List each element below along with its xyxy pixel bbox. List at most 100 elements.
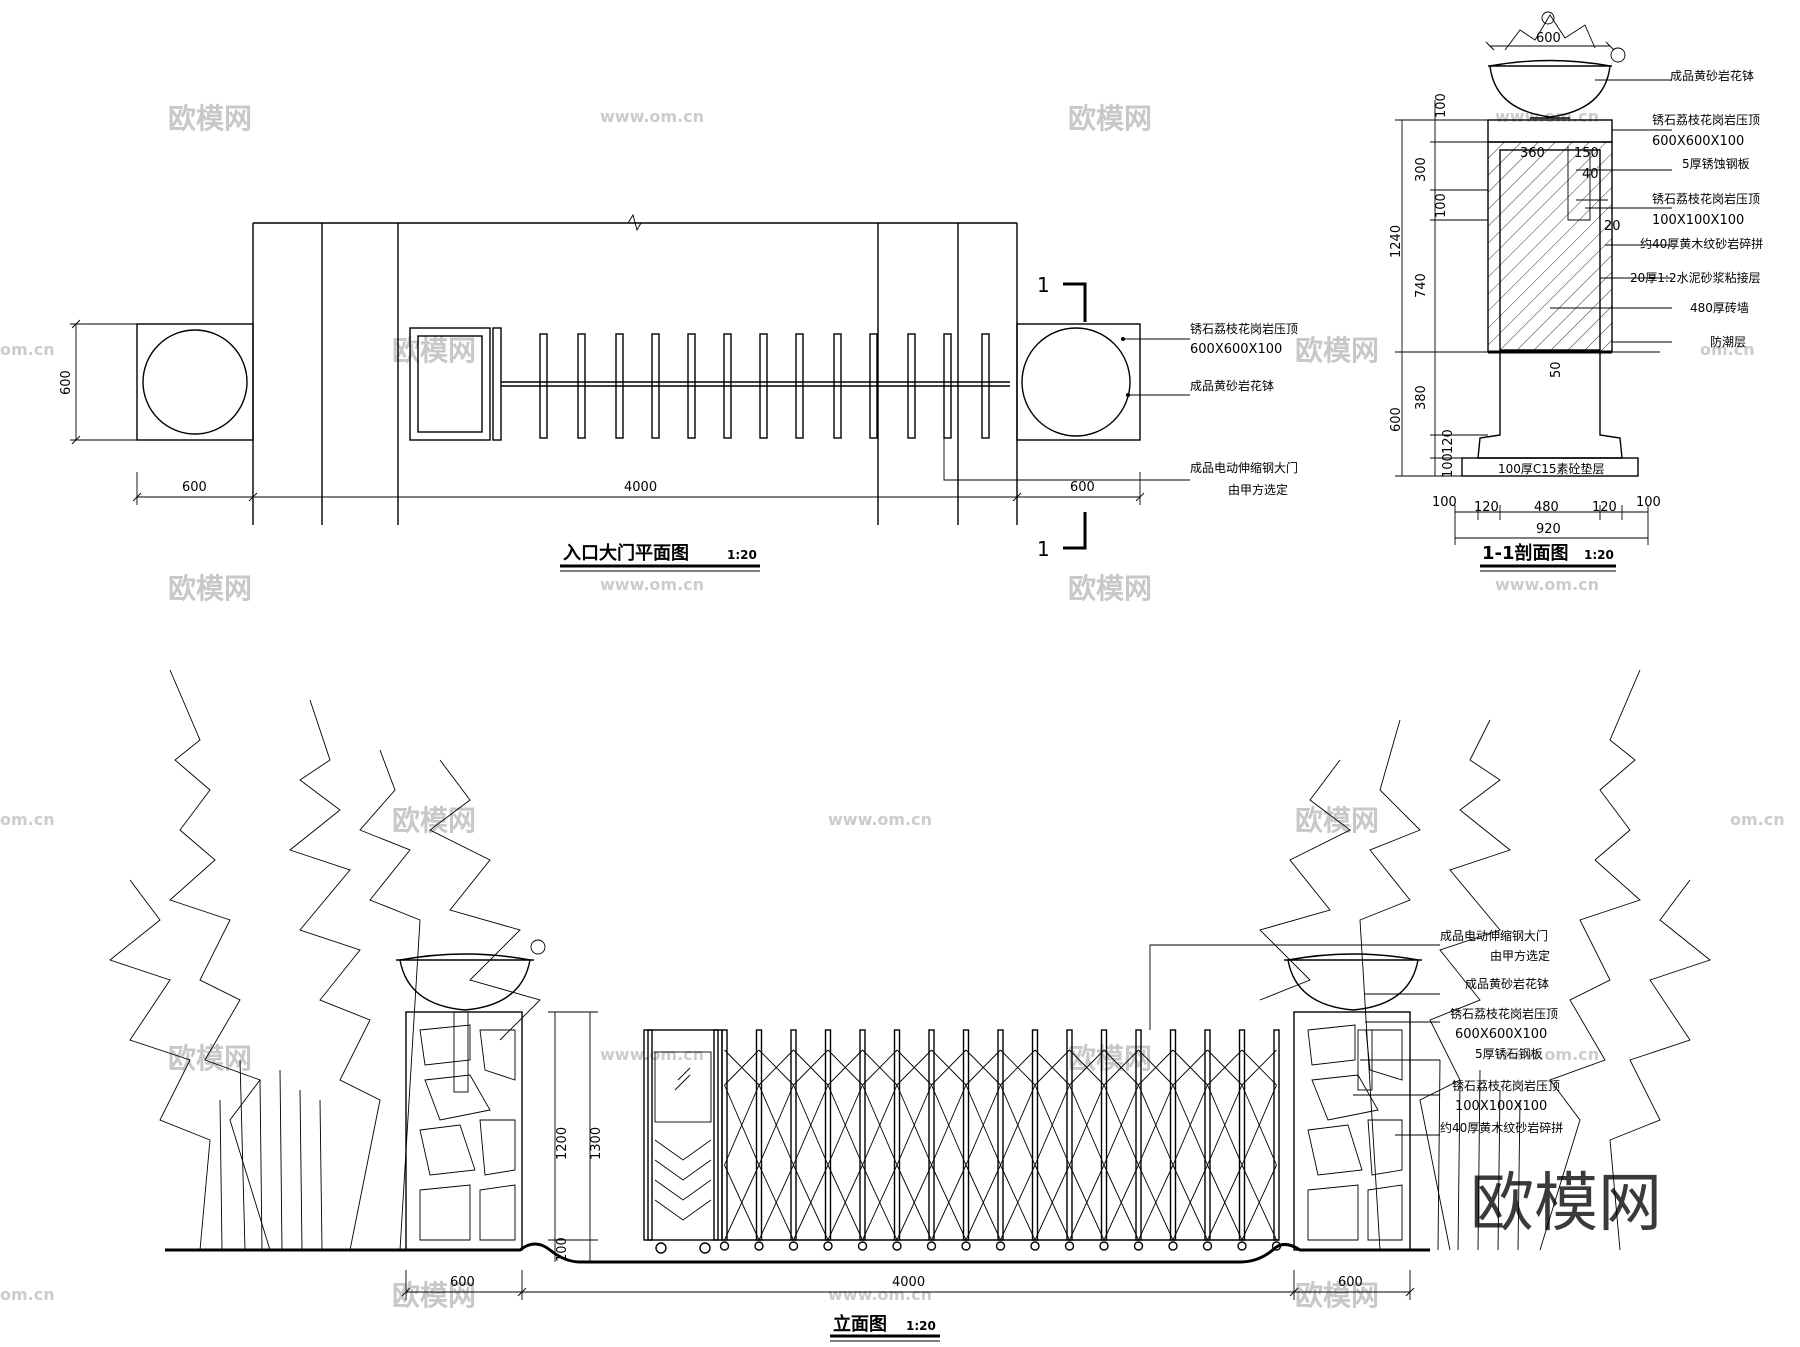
gate-wheel [892, 1241, 902, 1251]
section-dim-bottom: 480 [1534, 500, 1559, 515]
section-dim-inner: 20 [1604, 219, 1621, 234]
plan-gate-slat [577, 333, 586, 439]
section-note: 100X100X100 [1652, 213, 1744, 228]
gate-scissor-link [1207, 1084, 1243, 1166]
elevation-view: 成品电动伸缩钢大门 由甲方选定 成品黄砂岩花钵 锈石荔枝花岗岩压顶 600X60… [109, 669, 1711, 1342]
gate-wheel [754, 1241, 764, 1251]
elevation-note: 100X100X100 [1455, 1099, 1547, 1114]
gate-scissor-link [758, 1049, 794, 1086]
elevation-left-pier [396, 939, 546, 1251]
plan-gate-slats [539, 333, 990, 439]
gate-scissor-link [862, 1164, 898, 1241]
plan-scale: 1:20 [727, 548, 757, 562]
elevation-gate-control-box [643, 1029, 723, 1254]
gate-scissor-link [724, 1164, 760, 1241]
gate-scissor-link [1034, 1164, 1070, 1241]
elevation-note: 600X600X100 [1455, 1027, 1547, 1042]
section-planter [1488, 11, 1626, 119]
elevation-ground-line [165, 1242, 1430, 1264]
section-left-dim-lines [1395, 100, 1660, 477]
gate-wheel [1168, 1241, 1178, 1251]
watermark-url: www.om.cn [828, 1285, 932, 1304]
plan-gate-slat [651, 333, 660, 439]
elevation-bottom-dim-lines [401, 1270, 1415, 1300]
gate-post [962, 1029, 970, 1241]
gate-post [1204, 1029, 1211, 1241]
section-dim-top: 600 [1536, 31, 1561, 46]
plan-right-pier [1016, 323, 1141, 441]
plan-note: 成品黄砂岩花钵 [1190, 378, 1274, 393]
elevation-right-pier [1284, 953, 1422, 1251]
section-leaders [1550, 79, 1672, 343]
gate-scissor-link [827, 1084, 863, 1166]
section-dim-bottom: 100 [1636, 495, 1661, 510]
section-dim-inner: 40 [1582, 167, 1599, 182]
gate-scissor-link [1241, 1164, 1277, 1241]
section-dim-bottom: 120 [1474, 500, 1499, 515]
watermark-brand: 欧模网 [392, 334, 476, 367]
elevation-right-bushes [1259, 669, 1711, 1251]
plan-note: 锈石荔枝花岗岩压顶 [1190, 321, 1298, 336]
section-dim-left: 600 [1389, 407, 1404, 432]
gate-scissor-link [931, 1164, 967, 1241]
plan-gate-slat [795, 333, 804, 439]
elevation-title: 立面图 [833, 1313, 887, 1335]
gate-scissor-link [793, 1164, 829, 1241]
gate-post [1031, 1029, 1039, 1241]
section-note: 约40厚黄木纹砂岩碎拼 [1640, 236, 1763, 251]
gate-scissor-link [1069, 1164, 1105, 1241]
section-dim-left: 740 [1414, 273, 1429, 298]
elevation-dim-h2: 1300 [589, 1127, 604, 1160]
section-dim-left: 380 [1414, 385, 1429, 410]
plan-section-mark-bottom: 1 [1037, 537, 1050, 561]
gate-scissor-link [758, 1164, 794, 1241]
section-dim-bottom: 100 [1432, 495, 1457, 510]
gate-wheel [857, 1241, 868, 1251]
gate-scissor-link [1241, 1049, 1277, 1086]
gate-scissor-link [1207, 1049, 1243, 1086]
gate-scissor-link [931, 1049, 967, 1086]
section-dim-left: 300 [1414, 157, 1429, 182]
plan-left-pier [136, 323, 254, 441]
watermark-brand: 欧模网 [1295, 334, 1379, 367]
gate-scissor-link [862, 1084, 898, 1166]
watermark-brand: 欧模网 [1295, 1279, 1379, 1312]
section-dim-inner: 50 [1549, 361, 1564, 378]
section-note: 600X600X100 [1652, 134, 1744, 149]
plan-gate-slat [943, 333, 952, 439]
watermark-url: om.cn [0, 340, 55, 359]
section-note: 成品黄砂岩花钵 [1670, 68, 1754, 83]
gate-wheel [1064, 1241, 1075, 1251]
watermark-brand: 欧模网 [168, 572, 252, 605]
plan-left-planter-circle [142, 329, 248, 435]
gate-scissor-link [793, 1049, 829, 1086]
plan-dim-right: 600 [1070, 480, 1095, 495]
gate-scissor-link [1241, 1084, 1277, 1166]
gate-scissor-link [793, 1084, 829, 1166]
gate-scissor-link [862, 1049, 898, 1086]
plan-dim-center: 4000 [624, 480, 657, 495]
section-note: 防潮层 [1710, 334, 1746, 349]
section-scale: 1:20 [1584, 548, 1614, 562]
gate-wheel [788, 1241, 799, 1251]
elevation-dim-left: 600 [450, 1275, 475, 1290]
plan-gate-slat [759, 333, 768, 439]
plan-gate-slat [539, 333, 548, 439]
gate-wheel [719, 1241, 730, 1251]
section-title: 1-1剖面图 [1482, 542, 1569, 564]
plan-right-planter-circle [1021, 327, 1131, 437]
watermark-brand: 欧模网 [1068, 102, 1152, 135]
gate-wheel [1202, 1241, 1213, 1251]
gate-post [928, 1029, 935, 1241]
gate-wheel [1271, 1241, 1282, 1251]
gate-wheel [1099, 1241, 1109, 1251]
gate-scissor-link [965, 1164, 1001, 1241]
gate-scissor-link [1103, 1049, 1139, 1086]
watermark-logo: 欧模网 [1470, 1167, 1662, 1241]
plan-leaders [943, 338, 1190, 481]
elevation-note: 5厚锈石钢板 [1475, 1047, 1543, 1061]
watermark-url: om.cn [1700, 340, 1755, 359]
gate-wheel [995, 1241, 1006, 1251]
gate-scissor-link [1000, 1164, 1036, 1241]
gate-scissor-link [1138, 1164, 1174, 1241]
